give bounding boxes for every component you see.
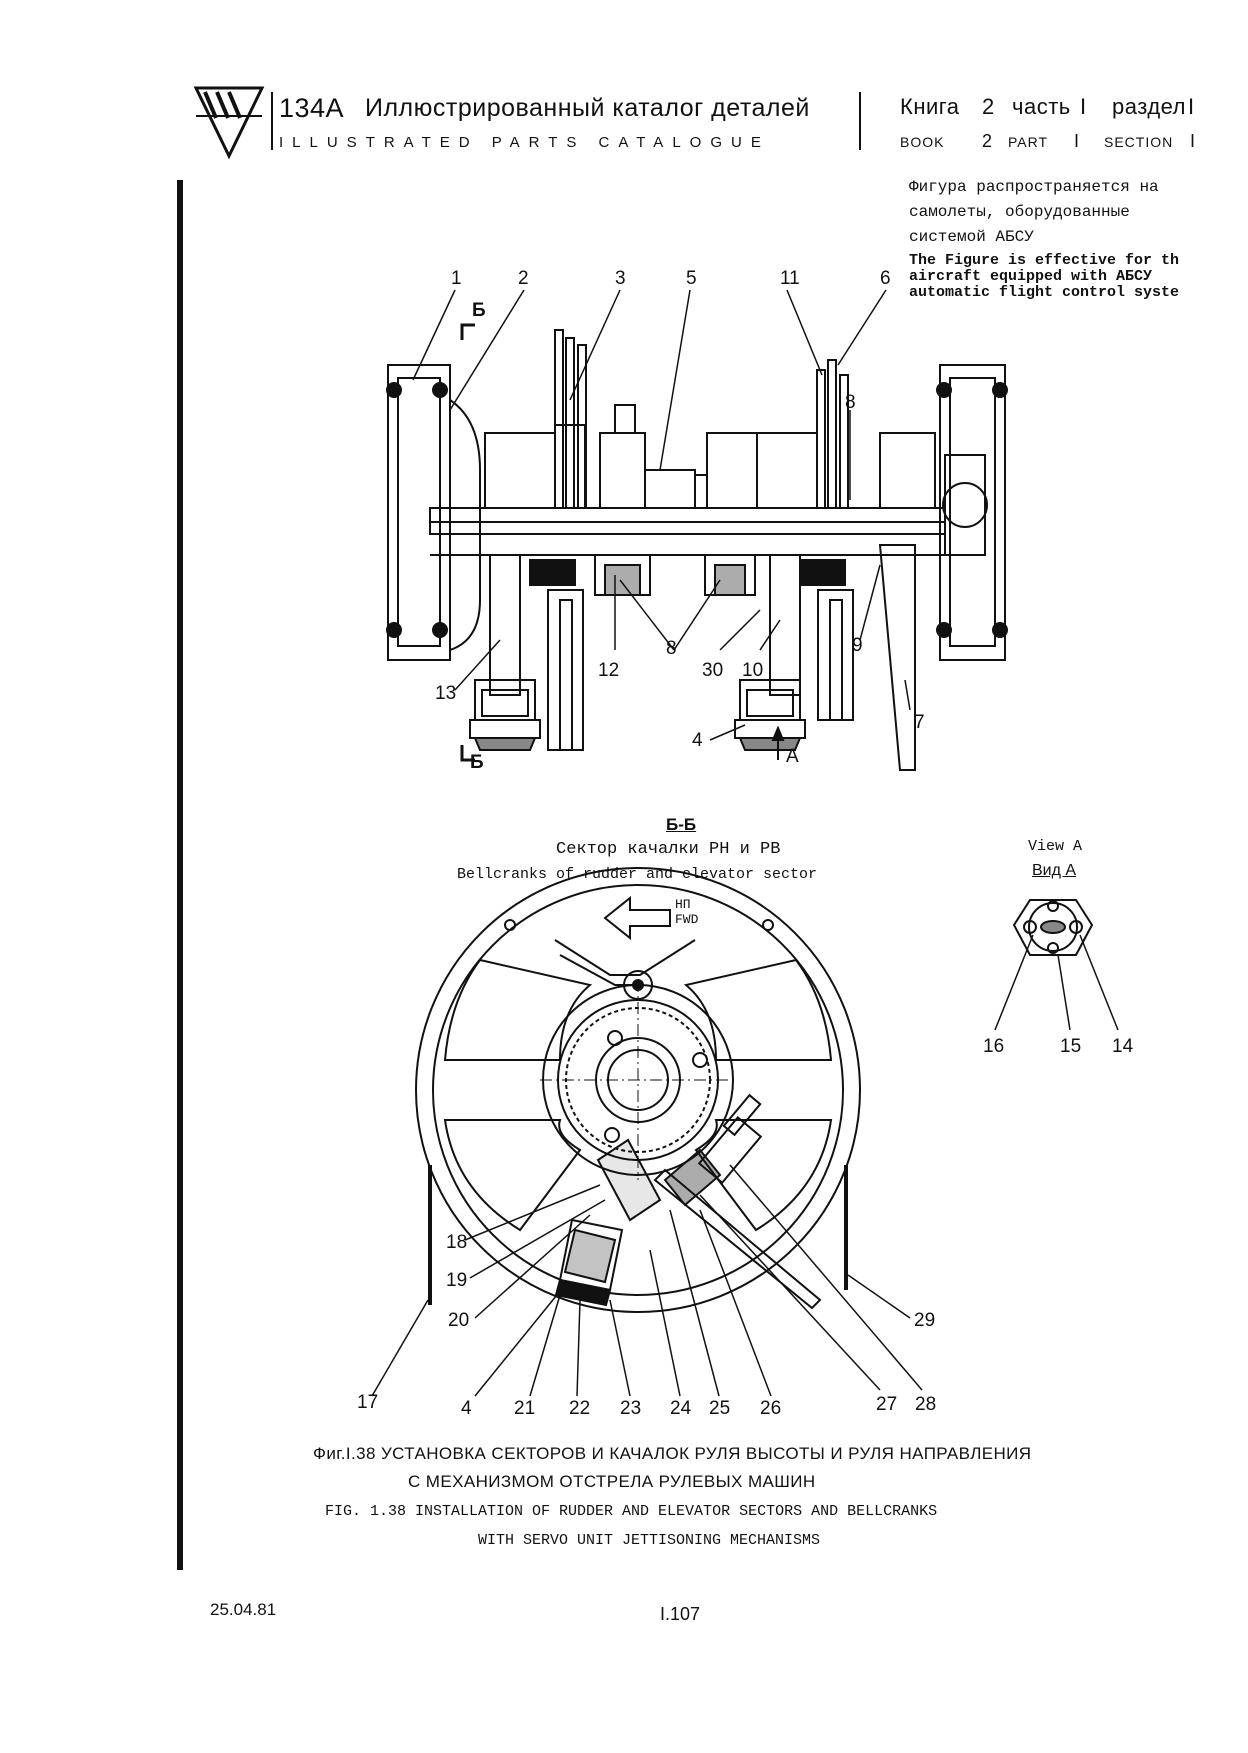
forward-label-en: FWD: [675, 912, 699, 927]
callout-label: 22: [569, 1398, 591, 1419]
callout-label: 13: [435, 683, 457, 704]
forward-label-ru: НП: [675, 897, 691, 912]
book-number-en: 2: [982, 131, 993, 151]
callout-label: 23: [620, 1398, 642, 1419]
callout-label: 20: [448, 1310, 470, 1331]
callout-label: 10: [742, 660, 764, 681]
callout-label: 12: [598, 660, 620, 681]
section-mark-bottom: Б: [470, 752, 484, 773]
catalogue-title-ru: Иллюстрированный каталог деталей: [365, 94, 810, 122]
book-label-en: BOOK: [900, 134, 945, 150]
section-title: Б-Б: [666, 815, 697, 834]
section-subtitle-en: Bellcranks of rudder and elevator sector: [457, 866, 818, 883]
section-subtitle-ru: Сектор качалки РН и РВ: [556, 840, 781, 859]
callout-label: 25: [709, 1398, 731, 1419]
part-label-en: PART: [1008, 134, 1049, 150]
view-a-title-en: View A: [1028, 838, 1083, 855]
callout-label: 3: [615, 268, 626, 289]
caption-en-line1: FIG. 1.38 INSTALLATION OF RUDDER AND ELE…: [325, 1503, 938, 1520]
applicability-ru-line: самолеты, оборудованные: [909, 203, 1130, 221]
caption-en-line2: WITH SERVO UNIT JETTISONING MECHANISMS: [478, 1532, 821, 1549]
callout-label: 24: [670, 1398, 692, 1419]
section-label-ru: раздел: [1112, 94, 1187, 119]
callout-label: 17: [357, 1392, 379, 1413]
catalogue-title-en: ILLUSTRATED PARTS CATALOGUE: [279, 134, 770, 151]
section-number-en: I: [1190, 131, 1196, 151]
book-label-ru: Книга: [900, 94, 960, 119]
callout-label: 28: [915, 1394, 937, 1415]
applicability-en-line: automatic flight control syste: [909, 284, 1180, 301]
callout-label: 4: [692, 730, 703, 751]
callout-label: 5: [686, 268, 697, 289]
callout-label: 11: [780, 268, 800, 289]
callout-label: 4: [461, 1398, 472, 1419]
applicability-en-line: The Figure is effective for th: [909, 252, 1180, 269]
issue-date: 25.04.81: [210, 1600, 277, 1619]
section-number-ru: I: [1188, 94, 1195, 119]
caption-ru-line2: С МЕХАНИЗМОМ ОТСТРЕЛА РУЛЕВЫХ МАШИН: [408, 1472, 816, 1491]
callout-label: 18: [446, 1232, 468, 1253]
view-a-title-ru: Вид А: [1032, 862, 1077, 879]
callout-label: 15: [1060, 1036, 1082, 1057]
applicability-ru-line: системой АБСУ: [909, 228, 1034, 246]
part-label-ru: часть: [1012, 94, 1071, 119]
view-a-arrow-label: А: [786, 746, 799, 767]
callout-label: 29: [914, 1310, 936, 1331]
callout-label: 7: [914, 712, 925, 733]
callout-label: 8: [845, 392, 856, 413]
model-number: 134А: [279, 93, 345, 123]
callout-label: 30: [702, 660, 724, 681]
callout-label: 8: [666, 638, 677, 659]
page-number: I.107: [660, 1604, 701, 1624]
callout-label: 1: [451, 268, 462, 289]
callout-label: 21: [514, 1398, 536, 1419]
applicability-en-line: aircraft equipped with АБСУ: [909, 268, 1153, 285]
book-number-ru: 2: [982, 94, 995, 119]
callout-label: 26: [760, 1398, 782, 1419]
applicability-ru-line: Фигура распространяется на: [909, 178, 1159, 196]
callout-label: 19: [446, 1270, 468, 1291]
callout-label: 6: [880, 268, 891, 289]
callout-label: 27: [876, 1394, 898, 1415]
part-number-ru: I: [1080, 94, 1087, 119]
caption-ru-line1: Фиг.I.38 УСТАНОВКА СЕКТОРОВ И КАЧАЛОК РУ…: [313, 1444, 1032, 1463]
callout-label: 2: [518, 268, 529, 289]
callout-label: 9: [852, 635, 863, 656]
callout-label: 14: [1112, 1036, 1134, 1057]
section-label-en: SECTION: [1104, 134, 1174, 150]
section-mark-top: Б: [472, 300, 486, 321]
callout-label: 16: [983, 1036, 1005, 1057]
part-number-en: I: [1074, 131, 1080, 151]
